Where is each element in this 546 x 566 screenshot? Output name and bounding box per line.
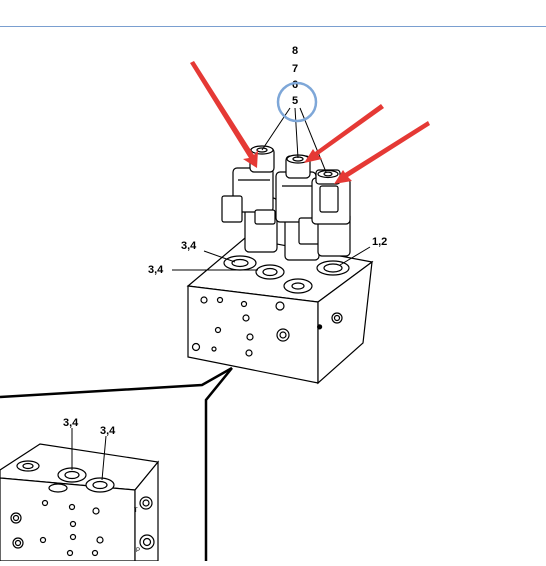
svg-text:⊕: ⊕ — [317, 324, 325, 331]
inset-label-left: 3,4 — [63, 417, 79, 429]
solenoid-valve-left — [221, 145, 278, 253]
svg-text:P: P — [136, 548, 140, 554]
arrow-1 — [190, 61, 258, 168]
inset-detail: T P — [0, 443, 160, 562]
callout-stack: 8 7 6 5 — [261, 45, 327, 173]
inset-label-right: 3,4 — [100, 425, 116, 437]
arrow-2 — [304, 104, 384, 163]
highlight-circle — [276, 81, 318, 123]
label-port-1-2: 1,2 — [372, 236, 387, 248]
inset-labels: 3,4 3,4 — [63, 417, 116, 481]
label-8: 8 — [292, 45, 298, 57]
solenoid-valve-right — [311, 169, 351, 257]
inset-leader — [0, 366, 233, 561]
title-bar — [0, 0, 546, 27]
label-7: 7 — [292, 63, 298, 75]
manifold-right-face — [317, 260, 373, 385]
svg-text:T: T — [134, 508, 138, 514]
label-cover-upper: 3,4 — [181, 240, 197, 252]
label-6: 6 — [292, 79, 298, 91]
label-5: 5 — [292, 95, 298, 107]
manifold-top-ports — [223, 255, 350, 294]
label-cover-lower: 3,4 — [148, 264, 164, 276]
side-labels: 1,2 3,4 3,4 — [148, 236, 387, 276]
arrow-3 — [334, 121, 430, 184]
red-arrows — [190, 61, 430, 184]
manifold-block: ⊕ — [186, 237, 374, 385]
